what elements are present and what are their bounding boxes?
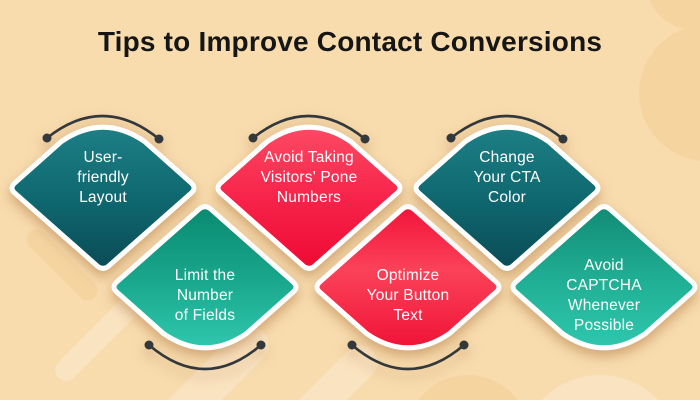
card-limit-number-of-fields: Limit the Number of Fields — [100, 204, 310, 376]
arc-dot-right — [558, 134, 568, 144]
page-title: Tips to Improve Contact Conversions — [97, 26, 603, 57]
diamond-shape — [314, 204, 502, 371]
arc-line — [449, 114, 565, 141]
arc-dot-left — [42, 133, 52, 143]
card-label: Limit the Number of Fields — [174, 267, 236, 324]
card-user-friendly-layout: User- friendly Layout — [0, 105, 208, 277]
arc-line — [147, 343, 263, 371]
card-label: Avoid CAPTCHA Whenever Possible — [566, 257, 642, 334]
arc-dot-right — [459, 340, 469, 350]
card-label: Optimize Your Button Text — [366, 267, 450, 324]
diamond-shape — [9, 114, 197, 271]
diamond-shape — [111, 204, 299, 371]
arc-dot-left — [248, 133, 258, 143]
arc-line — [45, 114, 161, 141]
card-label: User- friendly Layout — [77, 149, 129, 206]
card-avoid-captcha: Avoid CAPTCHA Whenever Possible — [499, 204, 700, 376]
card-label: Avoid Taking Visitors' Pone Numbers — [260, 149, 358, 206]
arc-dot-left — [144, 340, 154, 350]
card-avoid-phone-numbers: Avoid Taking Visitors' Pone Numbers — [204, 105, 414, 277]
card-change-cta-color: Change Your CTA Color — [402, 105, 612, 277]
card-label: Change Your CTA Color — [473, 149, 541, 206]
arc-dot-left — [446, 133, 456, 143]
arc-dot-right — [360, 134, 370, 144]
arc-line — [251, 114, 367, 141]
diamond-shape — [413, 114, 601, 271]
card-optimize-button-text: Optimize Your Button Text — [303, 204, 513, 376]
diamond-shape — [215, 114, 403, 271]
arc-line — [350, 343, 466, 371]
diamond-shape — [510, 204, 698, 351]
arc-dot-right — [256, 340, 266, 350]
arc-dot-right — [154, 134, 164, 144]
arc-dot-left — [347, 340, 357, 350]
